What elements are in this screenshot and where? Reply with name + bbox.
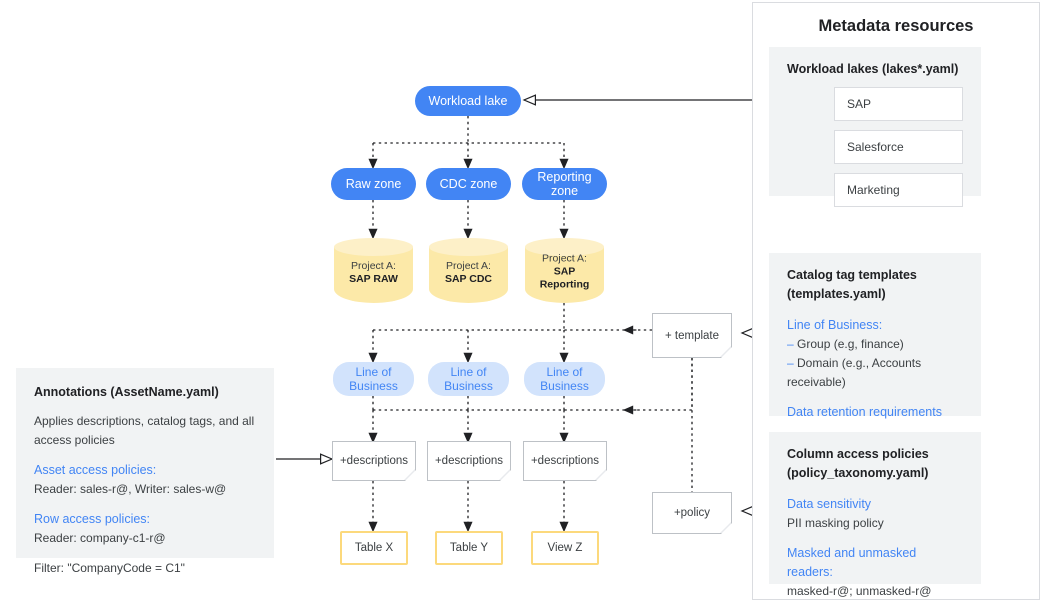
cylinder-label: Project A: SAP CDC (429, 256, 508, 286)
lake-item-label: SAP (847, 97, 872, 111)
fold-corner-icon (595, 469, 606, 480)
annotations-panel: Annotations (AssetName.yaml) Applies des… (16, 368, 274, 575)
asset-access-policies-value: Reader: sales-r@, Writer: sales-w@ (34, 482, 227, 496)
fold-corner-icon (499, 469, 510, 480)
asset-access-policies-heading: Asset access policies: (34, 463, 157, 477)
node-output-label: Table X (354, 542, 394, 554)
note-label: +descriptions (530, 455, 600, 467)
data-sensitivity-value: PII masking policy (787, 516, 884, 530)
line-of-business-heading: Line of Business: (787, 318, 883, 332)
data-retention-heading: Data retention requirements (787, 405, 942, 419)
project-name: SAP CDC (444, 272, 493, 285)
lake-item-sap[interactable]: SAP (834, 87, 963, 121)
lob-item-domain: Domain (e.g., Accounts receivable) (787, 354, 963, 392)
cylinder-top (429, 238, 508, 256)
node-view-z[interactable]: View Z (531, 531, 599, 565)
node-line-of-business-3[interactable]: Line of Business (524, 362, 605, 396)
node-reporting-zone[interactable]: Reporting zone (522, 168, 607, 200)
row-filter-value: Filter: "CompanyCode = C1" (34, 561, 185, 575)
fold-corner-icon (404, 469, 415, 480)
project-prefix: Project A: (542, 252, 587, 264)
cylinder-body (429, 247, 508, 303)
metadata-panel-title: Metadata resources (818, 17, 974, 35)
cylinder-label: Project A: SAP RAW (334, 256, 413, 286)
node-workload-lake[interactable]: Workload lake (415, 86, 521, 116)
cylinder-label: Project A: SAP Reporting (525, 250, 604, 291)
cylinder-project-sap-cdc[interactable]: Project A: SAP CDC (429, 238, 508, 303)
lake-item-label: Marketing (847, 183, 900, 197)
note-label: +policy (673, 507, 711, 519)
row-access-policies-value: Reader: company-c1-r@ (34, 531, 166, 545)
lob-item-group: Group (e.g, finance) (787, 335, 963, 354)
node-line-of-business-2[interactable]: Line of Business (428, 362, 509, 396)
column-policies-heading-line1: Column access policies (787, 447, 929, 461)
project-name: SAP Reporting (539, 265, 590, 290)
lake-item-marketing[interactable]: Marketing (834, 173, 963, 207)
cylinder-top (334, 238, 413, 256)
catalog-templates-heading-line1: Catalog tag templates (787, 268, 917, 282)
node-lob-label: Line of Business (540, 365, 589, 393)
note-descriptions-1[interactable]: +descriptions (332, 441, 416, 481)
row-access-policies-heading: Row access policies: (34, 512, 151, 526)
node-raw-zone-label: Raw zone (345, 177, 402, 191)
node-output-label: View Z (547, 542, 583, 554)
node-raw-zone[interactable]: Raw zone (331, 168, 416, 200)
node-output-label: Table Y (449, 542, 489, 554)
column-policies-heading-line2: (policy_taxonomy.yaml) (787, 466, 929, 480)
annotations-intro: Applies descriptions, catalog tags, and … (34, 414, 255, 447)
cylinder-project-sap-raw[interactable]: Project A: SAP RAW (334, 238, 413, 303)
fold-corner-icon (720, 522, 731, 533)
annotations-title: Annotations (AssetName.yaml) (34, 385, 219, 399)
fold-corner-icon (720, 346, 731, 357)
catalog-templates-heading-line2: (templates.yaml) (787, 287, 886, 301)
project-prefix: Project A: (351, 259, 396, 272)
masked-readers-value: masked-r@; unmasked-r@ (787, 584, 932, 598)
cylinder-body (525, 247, 604, 303)
section-catalog-tag-templates: Catalog tag templates (templates.yaml) L… (769, 253, 981, 419)
node-reporting-zone-label: Reporting zone (537, 170, 592, 198)
section-column-access-policies: Column access policies (policy_taxonomy.… (769, 432, 981, 598)
cylinder-body (334, 247, 413, 303)
node-line-of-business-1[interactable]: Line of Business (333, 362, 414, 396)
node-table-x[interactable]: Table X (340, 531, 408, 565)
node-table-y[interactable]: Table Y (435, 531, 503, 565)
node-lob-label: Line of Business (444, 365, 493, 393)
note-label: +descriptions (434, 455, 504, 467)
data-sensitivity-heading: Data sensitivity (787, 497, 872, 511)
lake-item-salesforce[interactable]: Salesforce (834, 130, 963, 164)
node-cdc-zone-label: CDC zone (439, 177, 498, 191)
cylinder-top (525, 238, 604, 256)
note-descriptions-2[interactable]: +descriptions (427, 441, 511, 481)
node-lob-label: Line of Business (349, 365, 398, 393)
node-cdc-zone[interactable]: CDC zone (426, 168, 511, 200)
node-workload-lake-label: Workload lake (428, 94, 508, 108)
note-label: + template (664, 329, 720, 342)
note-descriptions-3[interactable]: +descriptions (523, 441, 607, 481)
workload-lakes-heading: Workload lakes (lakes*.yaml) (787, 62, 959, 76)
project-name: SAP RAW (349, 272, 398, 285)
project-prefix: Project A: (446, 259, 491, 272)
section-workload-lakes: Workload lakes (lakes*.yaml) SAP Salesfo… (769, 47, 981, 207)
note-policy[interactable]: +policy (652, 492, 732, 534)
lake-item-label: Salesforce (847, 140, 904, 154)
cylinder-project-sap-reporting[interactable]: Project A: SAP Reporting (525, 238, 604, 303)
note-label: +descriptions (339, 455, 409, 467)
masked-readers-heading: Masked and unmasked readers: (787, 546, 917, 579)
note-template[interactable]: + template (652, 313, 732, 358)
